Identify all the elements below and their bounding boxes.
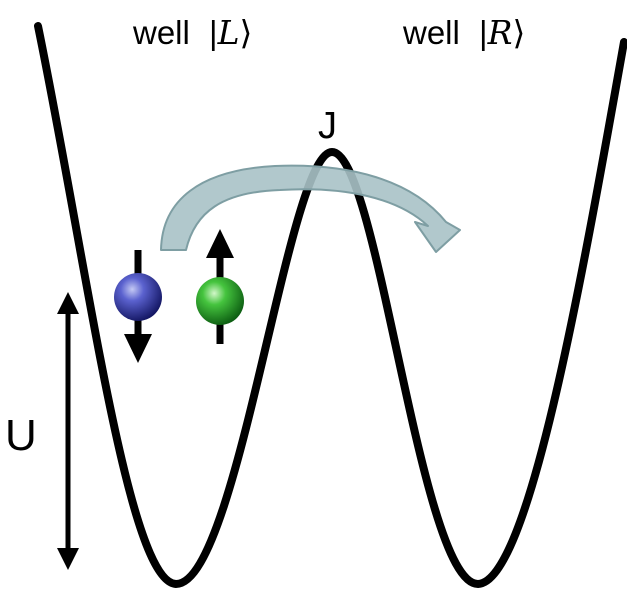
- spin-up-particle: [196, 229, 244, 344]
- interaction-energy-arrow: [57, 292, 79, 570]
- spin-up-arrow-icon: [206, 229, 234, 258]
- right-well-ket: R: [487, 13, 513, 52]
- spin-down-arrow-icon: [124, 334, 152, 363]
- left-well-label: well |L⟩: [132, 13, 252, 52]
- tunneling-hop-arrow: [161, 166, 460, 252]
- spin-down-particle: [114, 250, 162, 363]
- left-well-word: well: [132, 14, 190, 51]
- interaction-label: U: [5, 411, 37, 460]
- right-well-word: well: [402, 14, 460, 51]
- right-well-label: well |R⟩: [402, 13, 525, 52]
- tunneling-label: J: [318, 105, 337, 147]
- left-well-ket: L: [217, 13, 240, 52]
